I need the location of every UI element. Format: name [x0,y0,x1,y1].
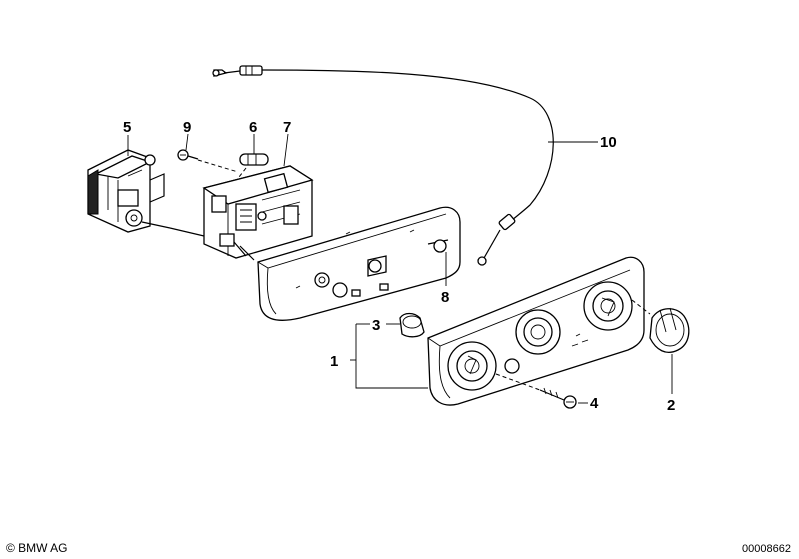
cover-cap [399,312,425,338]
carrier-plate [257,206,461,321]
callout-5: 5 [123,119,131,136]
callout-2: 2 [667,397,675,414]
callout-8: 8 [441,289,449,306]
screw-small [177,149,199,161]
bowden-cable [212,65,554,266]
callout-10: 10 [600,134,617,151]
rotary-knob [649,307,690,353]
leader-lines [127,133,673,404]
screw [539,387,577,409]
bulb [239,153,269,166]
callout-1: 1 [330,353,338,370]
mounting-bracket [87,149,171,233]
callout-7: 7 [283,119,291,136]
callout-3: 3 [372,317,380,334]
document-number: 00008662 [742,543,791,555]
callout-9: 9 [183,119,191,136]
callout-6: 6 [249,119,257,136]
front-panel [427,256,645,406]
copyright-text: © BMW AG [6,541,68,555]
callout-4: 4 [590,395,599,412]
control-unit [169,165,314,261]
